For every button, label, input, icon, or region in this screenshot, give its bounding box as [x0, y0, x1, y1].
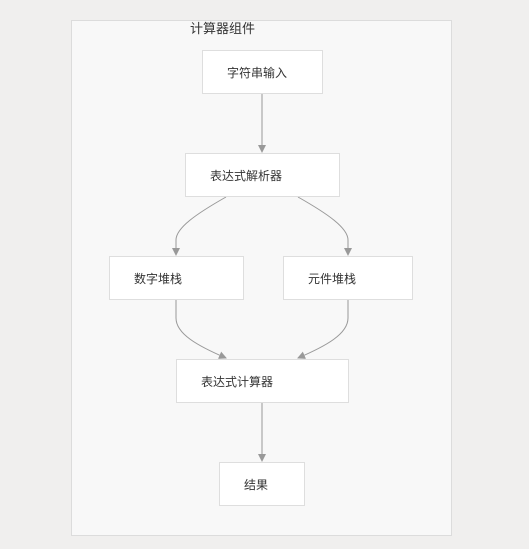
- node-expression-calculator-label: 表达式计算器: [201, 374, 274, 389]
- node-element-stack: 元件堆栈: [283, 256, 413, 300]
- node-result: 结果: [219, 462, 305, 506]
- node-expression-parser: 表达式解析器: [185, 153, 340, 197]
- edge-element-stack-to-calculator: [297, 300, 349, 359]
- edge-parser-to-number-stack: [172, 196, 227, 256]
- node-string-input: 字符串输入: [202, 50, 323, 94]
- node-number-stack-label: 数字堆栈: [134, 271, 183, 286]
- edge-number-stack-to-calculator: [175, 300, 227, 359]
- node-string-input-label: 字符串输入: [227, 65, 288, 80]
- node-expression-parser-label: 表达式解析器: [210, 168, 283, 183]
- node-element-stack-label: 元件堆栈: [308, 271, 357, 286]
- node-number-stack: 数字堆栈: [109, 256, 244, 300]
- node-expression-calculator: 表达式计算器: [176, 359, 349, 403]
- node-result-label: 结果: [244, 477, 269, 492]
- cluster-title: 计算器组件: [190, 22, 256, 37]
- edge-parser-to-element-stack: [297, 196, 352, 256]
